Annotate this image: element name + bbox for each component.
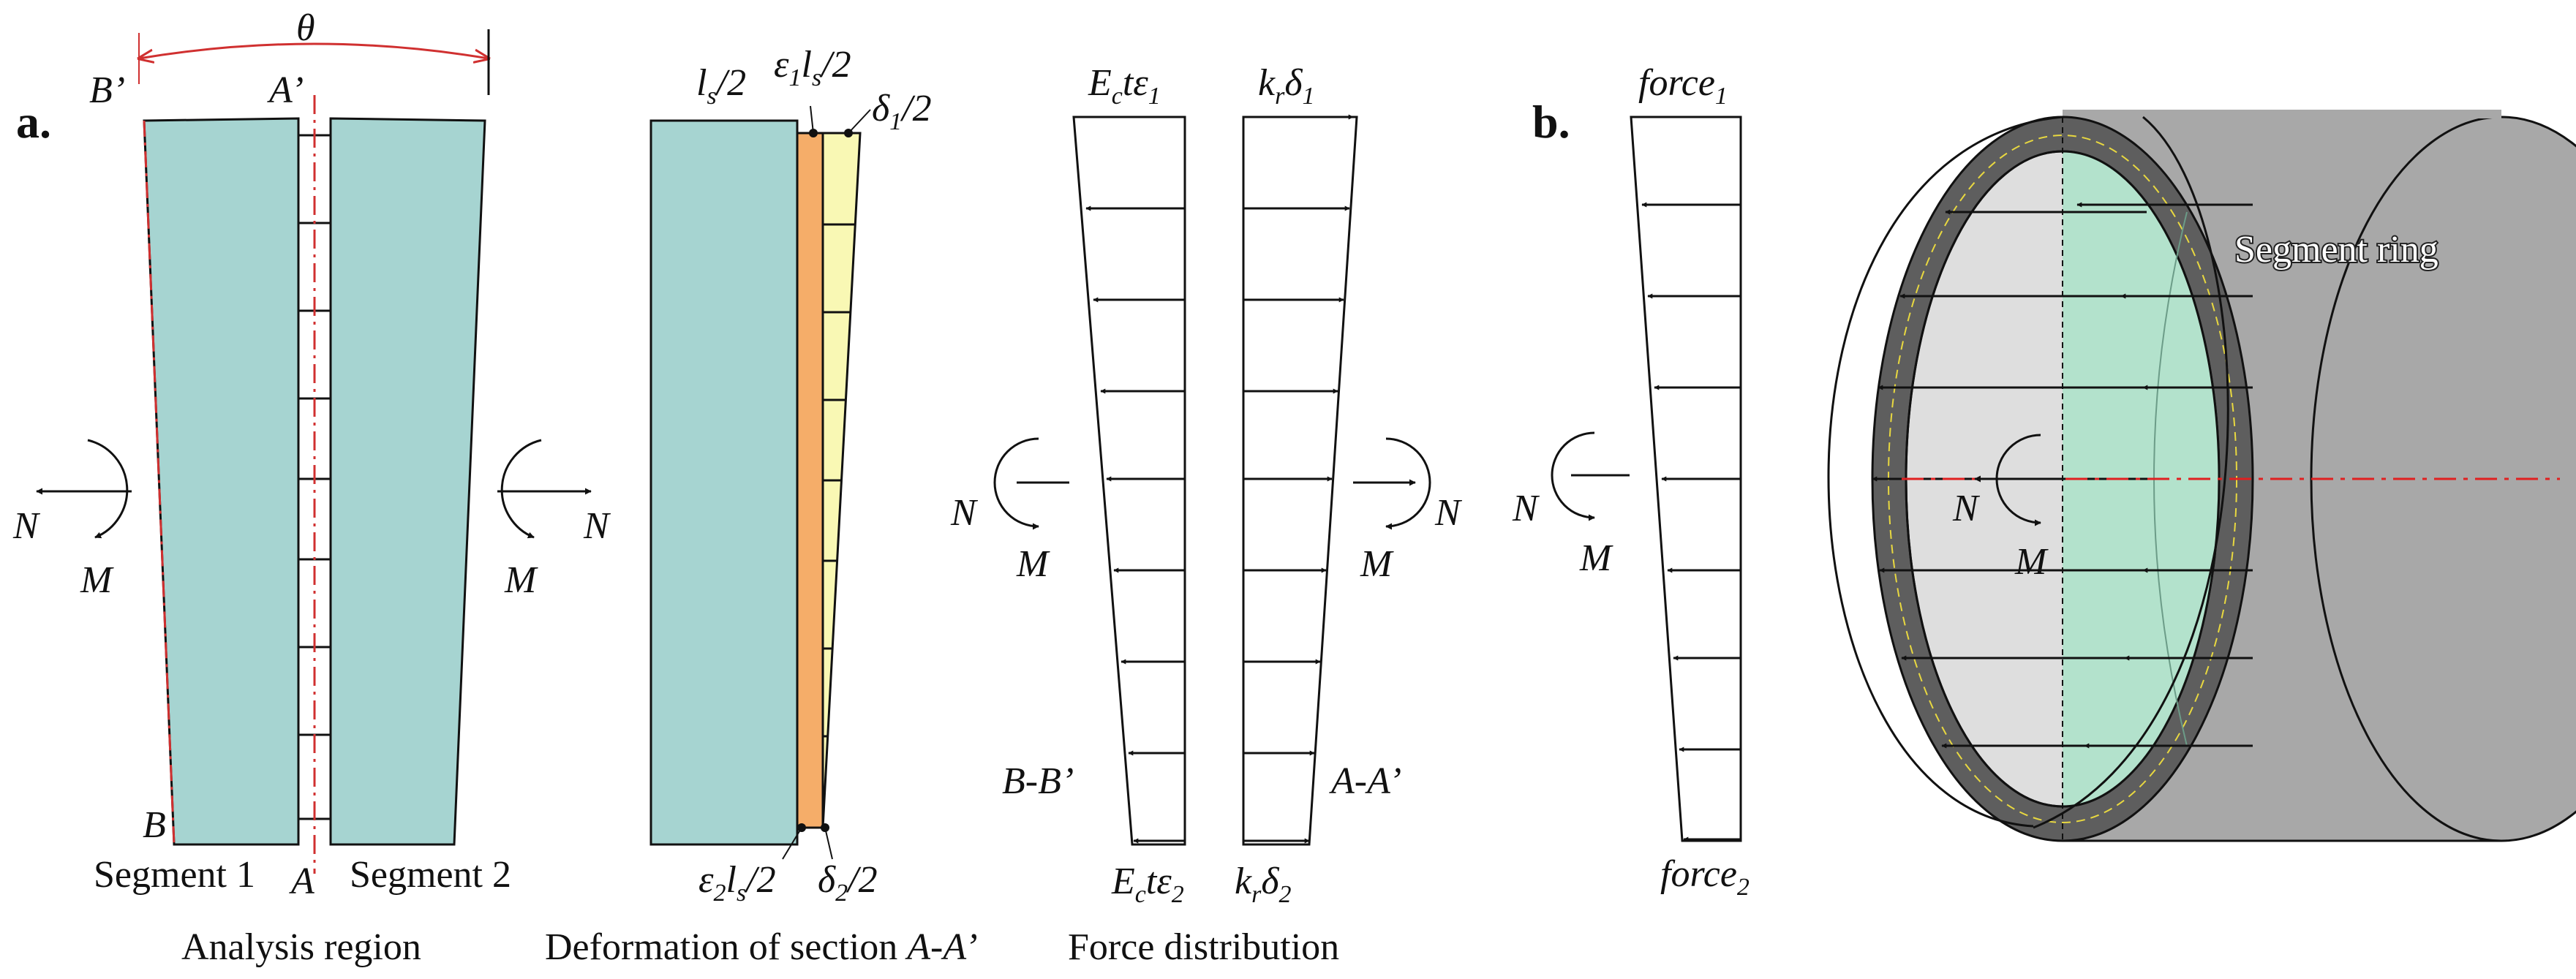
deformation-orange-band	[796, 132, 824, 829]
bb-section-label: B-B’	[1002, 760, 1074, 802]
m-arrow-left	[87, 439, 129, 539]
pressure-arrows-inner	[2076, 202, 2253, 749]
e1ls2-label: ε1ls/2	[774, 44, 851, 91]
a-prime-label: A’	[267, 69, 304, 111]
force-m-arrow-left	[993, 437, 1039, 530]
m-left-label: M	[80, 559, 114, 601]
deformation-ticks	[823, 223, 855, 738]
panel-b: b. force1 force2 N M	[1512, 62, 2576, 901]
force-trapezoid-right	[1242, 116, 1358, 846]
deformation-segment	[649, 119, 799, 846]
panel-b-tag: b.	[1532, 96, 1570, 148]
force2-label: force2	[1660, 853, 1750, 901]
force-top-left-label: Ectε1	[1088, 62, 1161, 110]
aa-section-label: A-A’	[1329, 760, 1401, 802]
b-label: B	[143, 804, 166, 846]
theta-arc	[139, 42, 489, 58]
force-bottom-right-label: krδ2	[1235, 861, 1292, 908]
segment-1-label: Segment 1	[94, 854, 255, 896]
m-arrow-right	[500, 439, 542, 539]
force-n-left-label: N	[950, 492, 979, 534]
b-m-label: M	[1579, 537, 1613, 579]
force-n-right-label: N	[1434, 492, 1463, 534]
ring-m-arrow	[1995, 434, 2041, 526]
pressure-envelope	[1827, 116, 2063, 828]
leader-d1	[848, 109, 871, 134]
d2-label: δ2/2	[818, 859, 878, 907]
pressure-envelope-right	[2033, 116, 2229, 829]
b-m-arrow	[1551, 431, 1595, 521]
ring-m-label: M	[2014, 541, 2049, 583]
force-m-arrow-right	[1385, 437, 1431, 530]
cylinder-top-cover	[2063, 110, 2501, 118]
profile-shape	[1630, 116, 1742, 842]
deformation-section: ls/2 ε1ls/2 δ1/2 ε2ls/2 δ2/2 Deformation…	[545, 44, 978, 968]
force-m-right-label: M	[1360, 543, 1394, 585]
leader-e1	[810, 105, 814, 134]
segment-1-shape	[143, 117, 300, 846]
segment-ring-label: Segment ring	[2234, 229, 2438, 271]
leader-e2	[782, 827, 802, 860]
analysis-caption: Analysis region	[181, 926, 421, 968]
segment-2-label: Segment 2	[350, 854, 511, 896]
force-top-right-label: krδ1	[1258, 62, 1315, 110]
d1-label: δ1/2	[872, 88, 932, 135]
b-n-label: N	[1512, 488, 1540, 529]
a-label: A	[289, 861, 315, 902]
force-bottom-left-label: Ectε2	[1111, 861, 1184, 908]
force-arrows-right	[1243, 114, 1354, 844]
analysis-region: a. θ B’ A’ B A Segment 1 Segment 2	[12, 7, 611, 968]
force-trapezoid-left	[1072, 116, 1186, 846]
force-arrows-left	[1085, 205, 1185, 844]
force-distribution: Ectε1 krδ1 Ectε2 krδ2 B-B’ A-A’ N M N M …	[950, 62, 1463, 968]
force-caption: Force distribution	[1068, 926, 1339, 968]
n-right-label: N	[583, 505, 611, 547]
profile-arrows	[1641, 202, 1741, 842]
b-b-prime-line	[143, 120, 176, 845]
theta-label: θ	[296, 7, 315, 49]
panel-a-tag: a.	[16, 96, 51, 148]
n-left-label: N	[12, 505, 41, 547]
b-prime-label: B’	[89, 69, 125, 111]
e2ls2-label: ε2ls/2	[698, 859, 776, 907]
m-right-label: M	[504, 559, 538, 601]
deformation-caption: Deformation of section A-A’	[545, 926, 978, 968]
force1-label: force1	[1638, 62, 1728, 110]
segment-2-shape	[329, 117, 486, 846]
leader-d2	[824, 827, 833, 860]
ring-n-label: N	[1952, 488, 1981, 529]
force-m-left-label: M	[1016, 543, 1050, 585]
ls2-label: ls/2	[696, 62, 746, 110]
